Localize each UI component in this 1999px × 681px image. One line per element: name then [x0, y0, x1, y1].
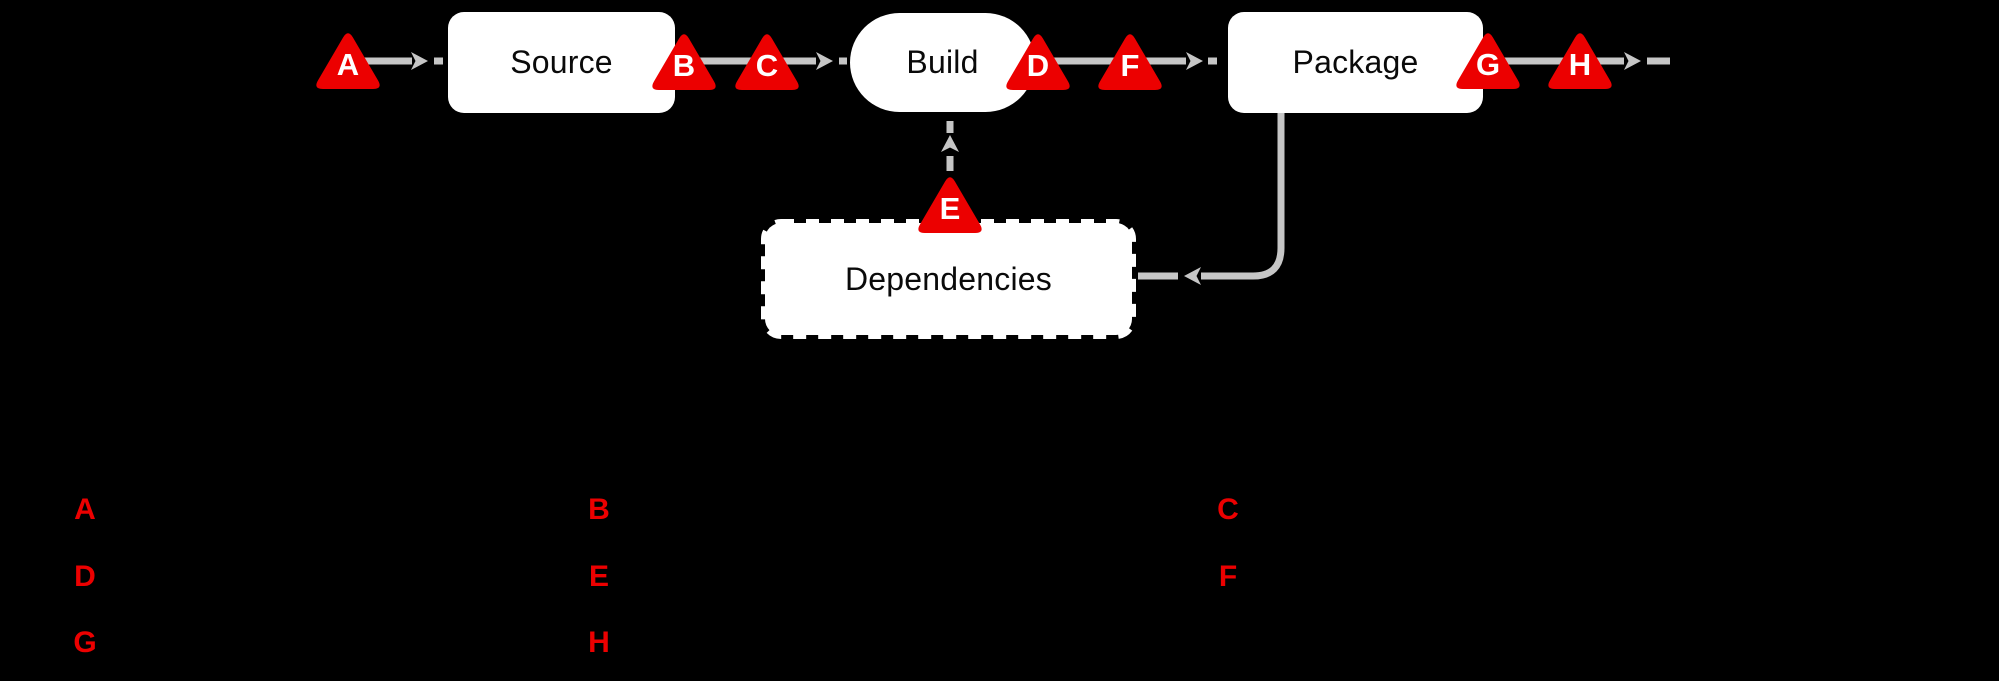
- node-build-label: Build: [906, 44, 979, 80]
- threat-marker-f-label: F: [1120, 48, 1140, 83]
- warning-triangle-icon: [316, 33, 380, 89]
- legend-item-d: D: [74, 560, 96, 593]
- node-dependencies: Dependencies: [765, 223, 1132, 335]
- node-build: Build: [850, 13, 1035, 112]
- threat-marker-e: E: [912, 170, 988, 238]
- arrow-left-icon: [1184, 267, 1201, 285]
- legend-item-c: C: [1217, 493, 1239, 526]
- connector-build-to-package: [1035, 52, 1217, 70]
- threat-marker-b-label: B: [672, 48, 696, 83]
- legend-item-f: F: [1218, 560, 1238, 593]
- warning-triangle-icon: [1456, 33, 1520, 89]
- threat-marker-d: D: [1000, 27, 1076, 95]
- threat-marker-c-label: C: [755, 48, 779, 83]
- threat-marker-e-label: E: [939, 191, 961, 226]
- threat-marker-g-label: G: [1475, 47, 1501, 82]
- legend-item-b: B: [588, 493, 610, 526]
- threat-marker-h: H: [1542, 26, 1618, 94]
- warning-triangle-icon: [652, 34, 716, 90]
- threat-marker-d-label: D: [1026, 48, 1050, 83]
- connector-start-to-source: [362, 52, 443, 70]
- threat-marker-f: F: [1092, 27, 1168, 95]
- legend-item-h: H: [588, 626, 610, 659]
- arrow-right-icon: [1624, 52, 1641, 70]
- warning-triangle-icon: [1098, 34, 1162, 90]
- threat-marker-h-label: H: [1568, 47, 1592, 82]
- connector-package-to-dependencies: [1138, 110, 1285, 285]
- arrow-up-icon: [941, 135, 959, 152]
- warning-triangle-icon: [1006, 34, 1070, 90]
- dependencies-box-outline: [761, 219, 1136, 339]
- arrow-right-icon: [816, 52, 833, 70]
- node-package-label: Package: [1292, 44, 1419, 80]
- threat-marker-a-label: A: [336, 47, 360, 82]
- node-source: Source: [448, 12, 675, 113]
- arrow-right-icon: [1186, 52, 1203, 70]
- threat-marker-g: G: [1450, 26, 1526, 94]
- threat-marker-c: C: [729, 27, 805, 95]
- warning-triangle-icon: [1548, 33, 1612, 89]
- legend-item-e: E: [588, 560, 609, 593]
- warning-triangle-icon: [735, 34, 799, 90]
- node-source-label: Source: [510, 44, 613, 80]
- legend-item-a: A: [74, 493, 96, 526]
- warning-triangle-icon: [918, 177, 982, 233]
- arrow-right-icon: [411, 52, 428, 70]
- node-dependencies-label: Dependencies: [845, 260, 1052, 297]
- legend-item-g: G: [73, 626, 97, 659]
- node-package: Package: [1228, 12, 1483, 113]
- connector-dependencies-to-build: [941, 121, 959, 171]
- threat-marker-a: A: [310, 26, 386, 94]
- threat-marker-b: B: [646, 27, 722, 95]
